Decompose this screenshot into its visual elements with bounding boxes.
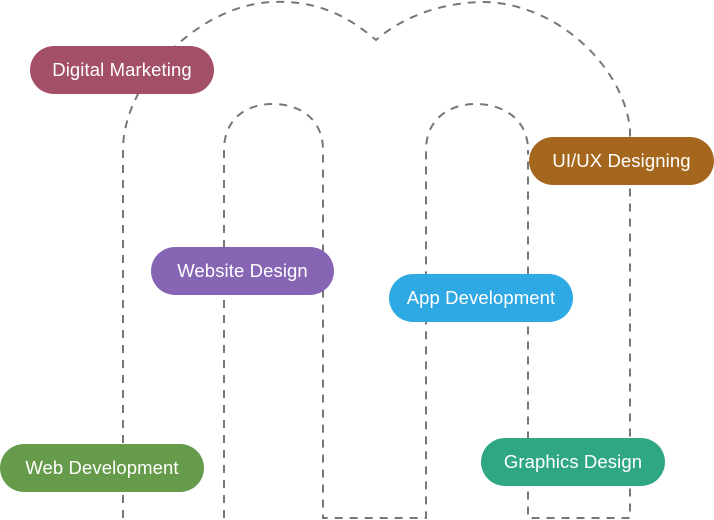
graphics-design-pill[interactable]: Graphics Design [481, 438, 665, 486]
digital-marketing-pill[interactable]: Digital Marketing [30, 46, 214, 94]
website-design-pill[interactable]: Website Design [151, 247, 334, 295]
ui-ux-designing-pill[interactable]: UI/UX Designing [529, 137, 714, 185]
app-development-label: App Development [406, 287, 556, 308]
website-design-label: Website Design [177, 260, 308, 281]
digital-marketing-label: Digital Marketing [52, 59, 192, 80]
outer-arch-path [122, 0, 631, 519]
ui-ux-designing-label: UI/UX Designing [552, 150, 691, 171]
web-development-label: Web Development [25, 457, 179, 478]
left-inner-arch-path [223, 102, 529, 519]
web-development-pill[interactable]: Web Development [0, 444, 204, 492]
graphics-design-label: Graphics Design [503, 451, 643, 472]
app-development-pill[interactable]: App Development [389, 274, 573, 322]
